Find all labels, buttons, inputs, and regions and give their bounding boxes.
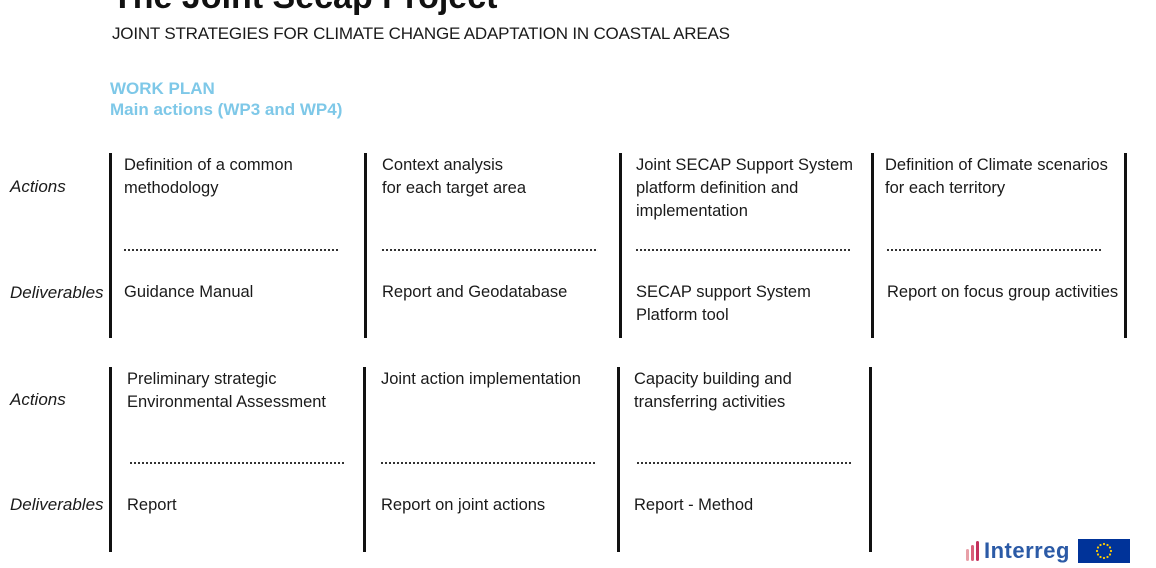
deliverable-cell: Report and Geodatabase — [382, 281, 567, 304]
dotted-separator — [382, 249, 596, 251]
deliverable-cell: SECAP support System Platform tool — [636, 281, 811, 327]
interreg-logo-text: Interreg — [984, 538, 1070, 563]
interreg-logo-mark-icon — [966, 541, 979, 561]
action-line: methodology — [124, 179, 219, 197]
dotted-separator — [124, 249, 338, 251]
action-cell: Joint SECAP Support System platform defi… — [636, 154, 853, 223]
row-label-actions-1: Actions — [10, 177, 66, 196]
action-cell: Capacity building and transferring activ… — [634, 368, 792, 414]
action-line: Capacity building and — [634, 370, 792, 388]
action-line: Definition of Climate scenarios — [885, 156, 1108, 174]
work-plan-subheading: Main actions (WP3 and WP4) — [110, 100, 343, 119]
dotted-separator — [130, 462, 344, 464]
eu-flag-icon — [1077, 539, 1130, 563]
page-title: The Joint Secap Project — [112, 0, 497, 17]
action-line: platform definition and — [636, 179, 799, 197]
deliverable-line: Platform tool — [636, 306, 729, 324]
interreg-logo: Interreg — [966, 538, 1130, 563]
column-divider — [109, 153, 112, 338]
deliverable-line: Report — [127, 496, 177, 514]
column-divider — [617, 367, 620, 552]
action-line: Context analysis — [382, 156, 504, 174]
action-line: Preliminary strategic — [127, 370, 277, 388]
dotted-separator — [381, 462, 595, 464]
action-line: transferring activities — [634, 393, 786, 411]
column-divider — [619, 153, 622, 338]
work-plan-heading: WORK PLAN — [110, 79, 215, 98]
column-divider — [1124, 153, 1127, 338]
column-divider — [871, 153, 874, 338]
deliverable-cell: Report - Method — [634, 494, 753, 517]
page-subtitle: JOINT STRATEGIES FOR CLIMATE CHANGE ADAP… — [112, 24, 730, 43]
dotted-separator — [887, 249, 1101, 251]
deliverable-line: Guidance Manual — [124, 283, 254, 301]
deliverable-line: Report on focus group activities — [887, 283, 1119, 301]
column-divider — [364, 153, 367, 338]
action-cell: Joint action implementation — [381, 368, 581, 391]
column-divider — [363, 367, 366, 552]
dotted-separator — [637, 462, 851, 464]
action-line: Joint action implementation — [381, 370, 581, 388]
deliverable-cell: Guidance Manual — [124, 281, 253, 304]
deliverable-line: SECAP support System — [636, 283, 811, 301]
action-cell: Definition of a common methodology — [124, 154, 293, 200]
deliverable-cell: Report — [127, 494, 177, 517]
row-label-deliverables-2: Deliverables — [10, 495, 104, 514]
action-line: Environmental Assessment — [127, 393, 327, 411]
dotted-separator — [636, 249, 850, 251]
column-divider — [869, 367, 872, 552]
action-line: implementation — [636, 202, 748, 220]
action-line: Definition of a common — [124, 156, 293, 174]
action-cell: Preliminary strategic Environmental Asse… — [127, 368, 326, 414]
work-plan-heading-block: WORK PLAN Main actions (WP3 and WP4) — [110, 78, 342, 120]
action-line: Joint SECAP Support System — [636, 156, 854, 174]
deliverable-line: Report on joint actions — [381, 496, 546, 514]
action-cell: Context analysis for each target area — [382, 154, 526, 200]
row-label-actions-2: Actions — [10, 390, 66, 409]
action-line: for each territory — [885, 179, 1006, 197]
column-divider — [109, 367, 112, 552]
row-label-deliverables-1: Deliverables — [10, 283, 104, 302]
deliverable-line: Report and Geodatabase — [382, 283, 568, 301]
deliverable-cell: Report on joint actions — [381, 494, 545, 517]
action-cell: Definition of Climate scenarios for each… — [885, 154, 1108, 200]
deliverable-line: Report - Method — [634, 496, 754, 514]
action-line: for each target area — [382, 179, 527, 197]
deliverable-cell: Report on focus group activities — [887, 281, 1118, 304]
